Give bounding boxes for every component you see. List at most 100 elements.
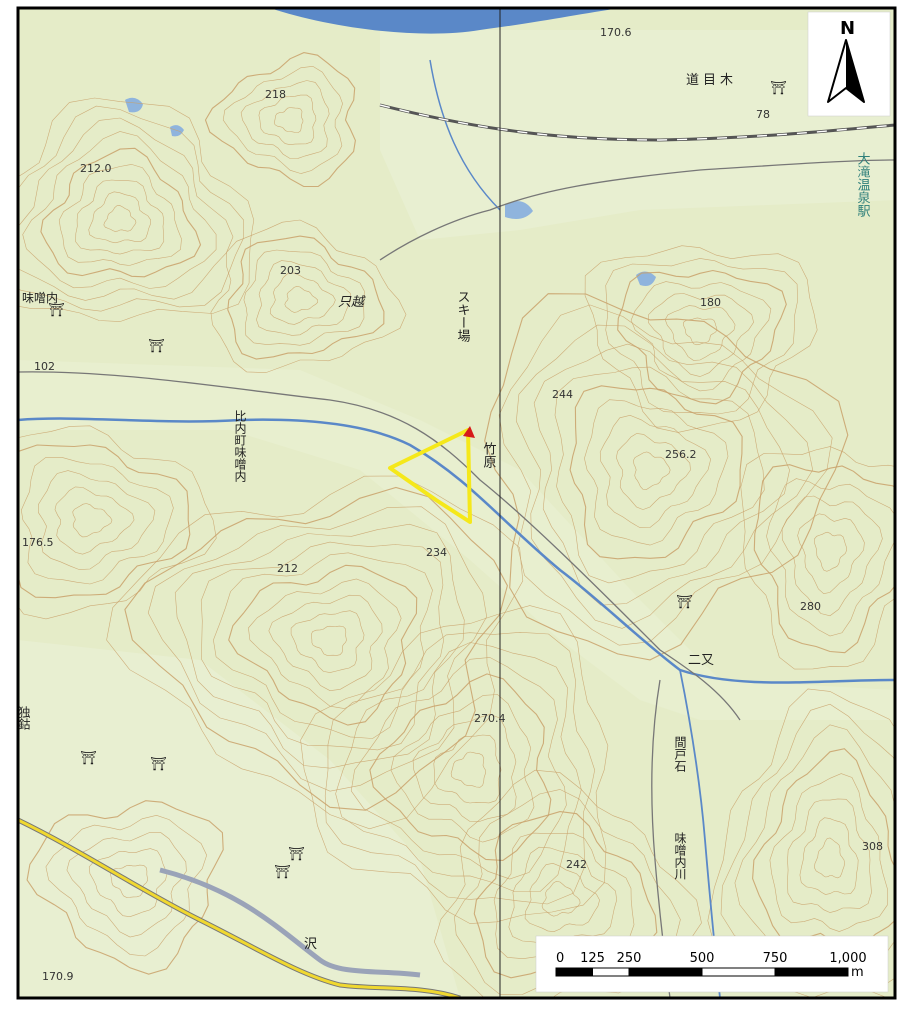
shrine-icon: ⛩ <box>770 80 787 96</box>
contour-line <box>524 862 600 933</box>
label-tadakoshi: 只越 <box>338 295 366 310</box>
contour-lines <box>18 52 895 998</box>
survey-area-outline <box>388 428 472 524</box>
contour-line <box>799 817 859 895</box>
shrine-icon: ⛩ <box>288 846 305 862</box>
scale-bar-segment <box>592 967 630 977</box>
contour-line <box>630 281 772 392</box>
contour-line <box>290 610 365 673</box>
contour-line <box>20 457 174 585</box>
contour-line <box>664 305 736 361</box>
contour-line <box>682 317 718 346</box>
contour-line <box>707 688 895 998</box>
scale-bar-unit: m <box>851 965 864 980</box>
scale-bar-tick-label: 750 <box>763 951 788 966</box>
pond-1 <box>125 97 143 113</box>
contour-line <box>256 260 352 336</box>
elev-212: 212.0 <box>80 162 112 175</box>
contour-line <box>268 594 383 692</box>
scale-bar-segment <box>628 967 703 977</box>
contour-line <box>204 52 356 188</box>
elev-180: 180 <box>700 296 721 309</box>
elev-102: 102 <box>34 360 55 373</box>
elev-308: 308 <box>862 840 883 853</box>
contour-line <box>88 191 152 244</box>
contour-line <box>310 625 347 656</box>
contour-line <box>227 235 385 360</box>
railway-dash <box>379 104 895 141</box>
elev-170b: 170.6 <box>600 26 632 39</box>
pond-4 <box>636 271 656 286</box>
southwest-flatland <box>18 640 460 998</box>
contour-line <box>769 773 888 932</box>
contour-line <box>37 470 156 570</box>
label-kitauchi: 比内町味噌内 <box>233 410 247 482</box>
elev-256: 256.2 <box>665 448 697 461</box>
contour-line <box>200 541 445 751</box>
elev-203: 203 <box>280 264 301 277</box>
scale-bar-segment <box>701 967 776 977</box>
contour-line <box>814 531 848 572</box>
contour-line <box>273 107 304 133</box>
red-marker <box>463 426 475 438</box>
label-futamata: 二又 <box>688 653 714 668</box>
contour-line <box>633 451 671 490</box>
road-north <box>379 159 895 261</box>
contour-line <box>18 444 191 599</box>
scale-bar-segment <box>774 967 849 977</box>
contour-line <box>605 258 798 415</box>
contour-line <box>284 285 318 313</box>
elev-244: 244 <box>552 388 573 401</box>
road-main-fill <box>18 818 461 998</box>
scale-bar-tick-label: 500 <box>690 951 715 966</box>
contour-line <box>269 272 336 325</box>
contour-line <box>58 164 182 266</box>
contour-line <box>210 219 407 373</box>
contour-line <box>18 117 234 301</box>
north-stream <box>429 59 501 211</box>
label-sawa: 沢 <box>304 937 317 952</box>
shrine-symbols: ⛩⛩⛩⛩⛩⛩⛩⛩ <box>48 80 787 880</box>
contour-line <box>258 94 317 146</box>
contour-line <box>766 478 895 637</box>
shrine-icon: ⛩ <box>150 756 167 772</box>
scale-bar-tick-label: 125 <box>580 951 605 966</box>
contour-line <box>615 433 691 510</box>
contour-line <box>584 245 818 433</box>
contour-line <box>450 751 487 788</box>
contour-line <box>26 800 224 975</box>
contour-line <box>350 657 567 880</box>
shrine-icon: ⛩ <box>676 594 693 610</box>
contour-line <box>508 846 618 947</box>
contour-line <box>222 65 343 174</box>
elev-270: 270.4 <box>474 712 506 725</box>
contour-line <box>18 105 244 312</box>
contour-line <box>484 293 849 661</box>
contour-line <box>40 147 202 278</box>
elev-280: 280 <box>800 600 821 613</box>
contour-line <box>88 848 168 918</box>
contour-line <box>781 495 883 617</box>
label-misonai-river: 味噌内川 <box>673 832 687 880</box>
contour-line <box>213 552 433 739</box>
contour-line <box>814 837 846 879</box>
elev-218: 218 <box>265 88 286 101</box>
contour-line <box>515 324 814 629</box>
contour-line <box>647 293 754 377</box>
contour-line <box>617 269 787 405</box>
elev-176: 176.5 <box>22 536 54 549</box>
contour-line <box>75 179 165 255</box>
contour-line <box>18 425 217 620</box>
contour-line <box>243 249 365 346</box>
contour-line <box>228 564 418 726</box>
label-dome-ki: 道目木 <box>686 73 737 88</box>
north-label: N <box>840 18 855 39</box>
contour-line <box>753 464 895 654</box>
contour-line <box>584 399 729 546</box>
pond-3 <box>505 201 533 219</box>
north-arrow-icon-shade <box>846 40 864 102</box>
elev-212b: 212 <box>277 562 298 575</box>
label-dokusu: 独鈷 <box>17 706 31 730</box>
